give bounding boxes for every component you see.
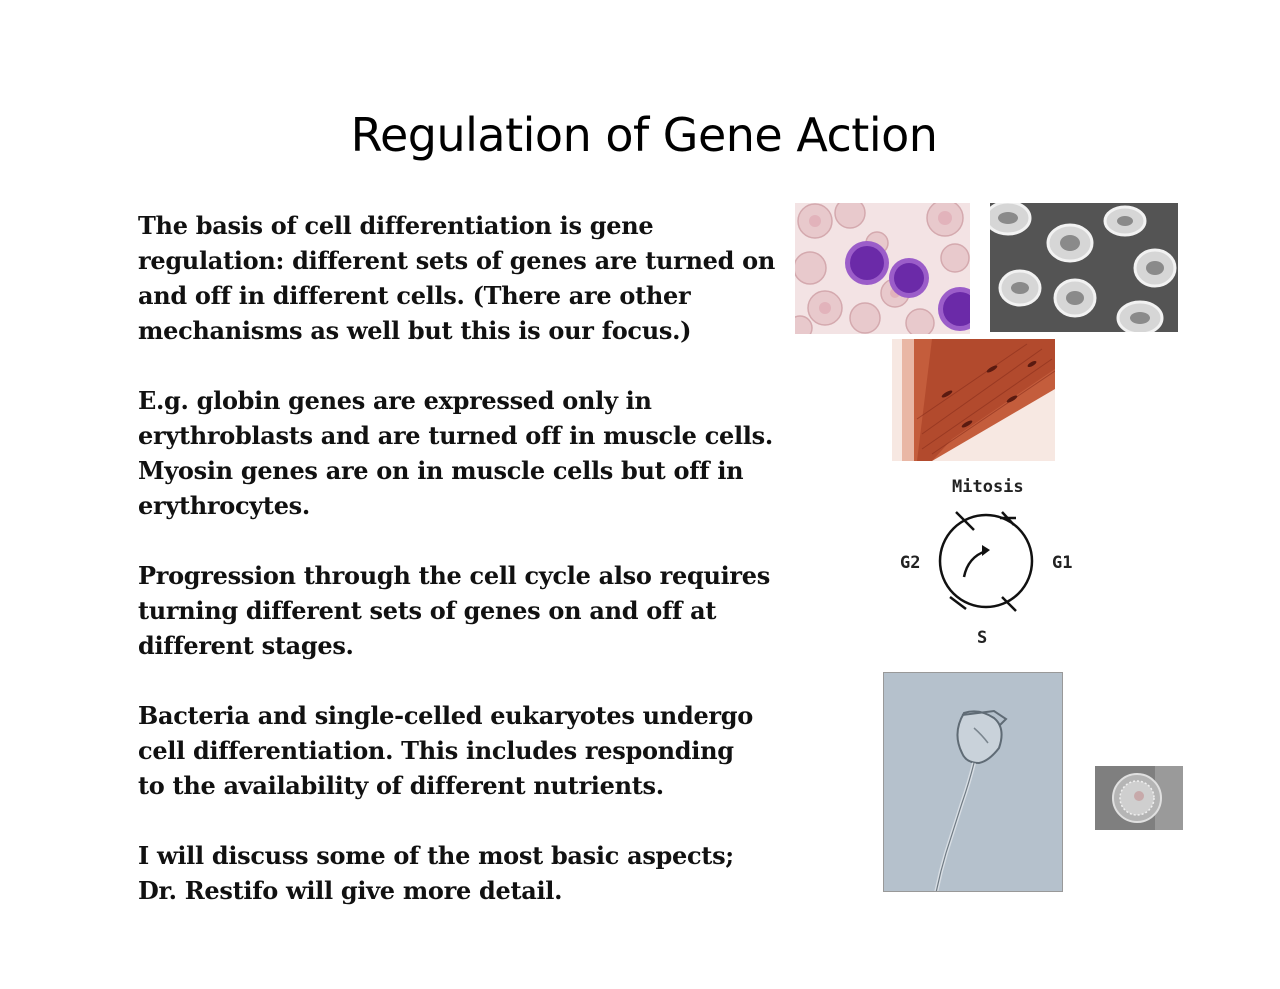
text-line: to the availability of different nutrien… xyxy=(138,771,664,800)
paragraph-bacteria: Bacteria and single-celled eukaryotes un… xyxy=(138,698,788,803)
text-line: turning different sets of genes on and o… xyxy=(138,596,717,625)
text-line: Myosin genes are on in muscle cells but … xyxy=(138,456,744,485)
text-line: The basis of cell differentiation is gen… xyxy=(138,211,654,240)
cell-cycle-label-g2: G2 xyxy=(900,553,921,573)
text-line: cell differentiation. This includes resp… xyxy=(138,736,734,765)
cell-cycle-diagram xyxy=(938,511,1034,612)
text-line: I will discuss some of the most basic as… xyxy=(138,841,734,870)
cell-cycle-label-s: S xyxy=(977,628,988,648)
slide-title: Regulation of Gene Action xyxy=(350,108,938,162)
vorticella-image xyxy=(883,672,1063,892)
slide-body: The basis of cell differentiation is gen… xyxy=(138,208,788,943)
text-line: E.g. globin genes are expressed only in xyxy=(138,386,652,415)
paragraph-cell-cycle: Progression through the cell cycle also … xyxy=(138,558,788,663)
muscle-tissue-image xyxy=(892,339,1055,461)
text-line: regulation: different sets of genes are … xyxy=(138,246,775,275)
red-blood-cells-sem-image xyxy=(990,203,1178,332)
paragraph-globin-example: E.g. globin genes are expressed only in … xyxy=(138,383,788,523)
paragraph-discussion: I will discuss some of the most basic as… xyxy=(138,838,788,908)
cell-cycle-label-mitosis: Mitosis xyxy=(952,477,1024,497)
text-line: and off in different cells. (There are o… xyxy=(138,281,691,310)
text-line: erythroblasts and are turned off in musc… xyxy=(138,421,773,450)
text-line: Dr. Restifo will give more detail. xyxy=(138,876,563,905)
single-cell-micrograph-image xyxy=(1095,766,1183,830)
cell-cycle-label-g1: G1 xyxy=(1052,553,1073,573)
text-line: mechanisms as well but this is our focus… xyxy=(138,316,692,345)
text-line: erythrocytes. xyxy=(138,491,310,520)
text-line: Progression through the cell cycle also … xyxy=(138,561,770,590)
text-line: different stages. xyxy=(138,631,354,660)
text-line: Bacteria and single-celled eukaryotes un… xyxy=(138,701,753,730)
blood-smear-image xyxy=(795,203,970,334)
paragraph-cell-differentiation: The basis of cell differentiation is gen… xyxy=(138,208,788,348)
